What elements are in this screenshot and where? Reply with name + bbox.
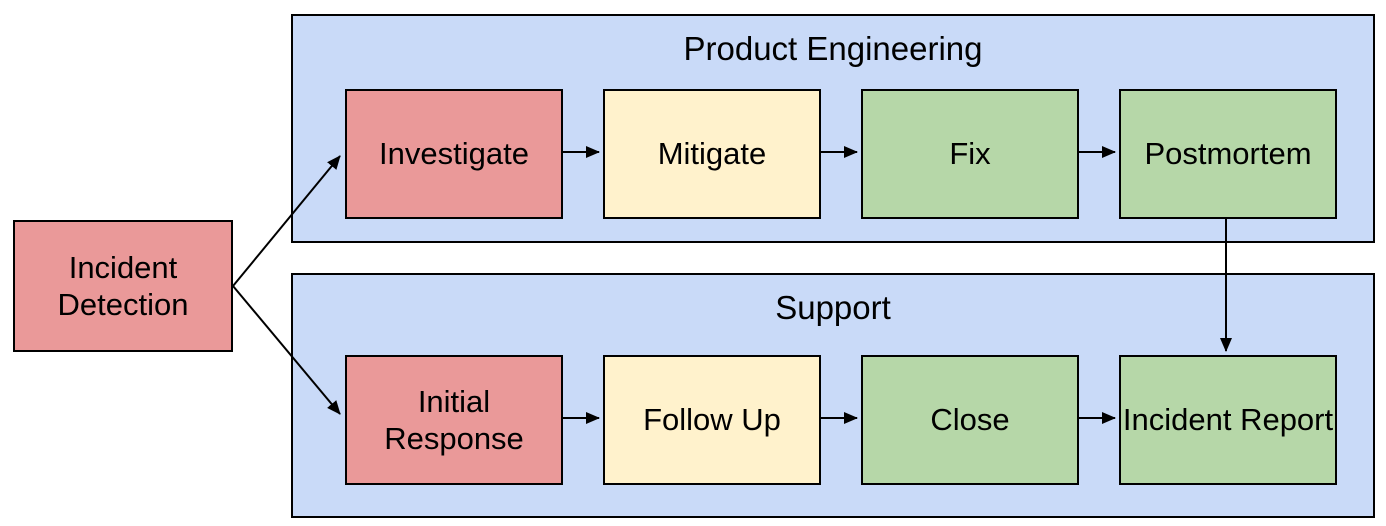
node-investigate: Investigate — [345, 89, 563, 219]
node-incident-detection-label: Incident Detection — [57, 249, 189, 322]
lane-product-engineering-title: Product Engineering — [683, 30, 983, 67]
node-follow-up: Follow Up — [603, 355, 821, 485]
lane-support-title: Support — [775, 289, 891, 326]
node-initial-response-label: Initial Response — [384, 383, 524, 456]
node-fix: Fix — [861, 89, 1079, 219]
node-postmortem: Postmortem — [1119, 89, 1337, 219]
node-postmortem-label: Postmortem — [1144, 136, 1312, 172]
node-investigate-label: Investigate — [379, 136, 529, 172]
node-initial-response: Initial Response — [345, 355, 563, 485]
node-close: Close — [861, 355, 1079, 485]
node-mitigate: Mitigate — [603, 89, 821, 219]
node-follow-up-label: Follow Up — [643, 402, 781, 438]
lane-support: Support Initial Response Follow Up Close… — [291, 273, 1375, 518]
lane-product-engineering: Product Engineering Investigate Mitigate… — [291, 14, 1375, 243]
node-incident-report-label: Incident Report — [1122, 402, 1334, 438]
node-close-label: Close — [930, 402, 1010, 438]
node-incident-report: Incident Report — [1119, 355, 1337, 485]
node-fix-label: Fix — [949, 136, 991, 172]
node-mitigate-label: Mitigate — [657, 136, 767, 172]
node-incident-detection: Incident Detection — [13, 220, 233, 352]
